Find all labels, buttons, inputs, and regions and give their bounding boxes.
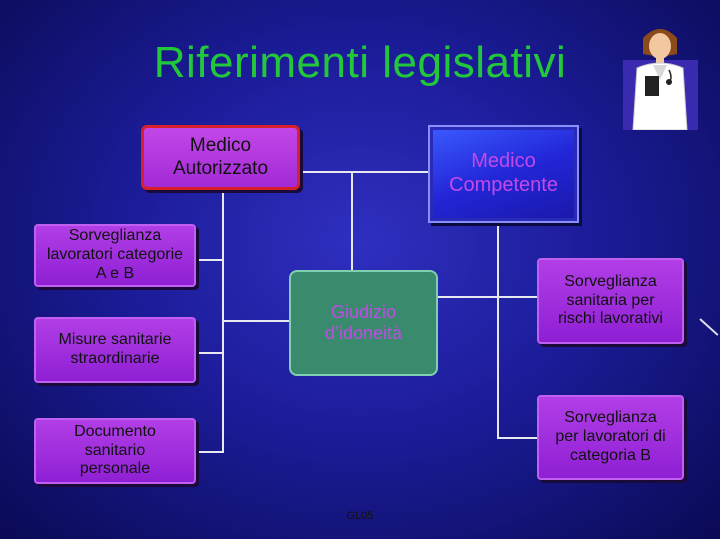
connector-right-2 xyxy=(497,437,537,439)
slide-title: Riferimenti legislativi xyxy=(153,38,567,87)
connector-left-2 xyxy=(196,352,224,354)
documento-sanitario-box: Documento sanitario personale xyxy=(34,418,196,484)
connector-right-vertical xyxy=(497,224,499,438)
slide-footer: GL05 xyxy=(346,510,374,522)
sorveglianza-categoria-b-box: Sorveglianza per lavoratori di categoria… xyxy=(537,395,684,480)
sorveglianza-rischi-box: Sorveglianza sanitaria per rischi lavora… xyxy=(537,258,684,344)
connector-left-3 xyxy=(196,451,224,453)
connector-left-1 xyxy=(196,259,224,261)
connector-center-vertical xyxy=(351,171,353,272)
decorative-stroke xyxy=(699,318,719,336)
connector-right-to-giudizio xyxy=(437,296,499,298)
medico-autorizzato-box: Medico Autorizzato xyxy=(141,125,300,190)
giudizio-idoneita-box: Giudizio d’idoneità xyxy=(289,270,438,376)
connector-top xyxy=(300,171,428,173)
doctor-clipart-icon xyxy=(623,20,698,131)
misure-sanitarie-box: Misure sanitarie straordinarie xyxy=(34,317,196,383)
medico-competente-box: Medico Competente xyxy=(428,125,579,223)
connector-right-1 xyxy=(497,296,537,298)
connector-left-to-giudizio xyxy=(222,320,290,322)
sorveglianza-ab-box: Sorveglianza lavoratori categorie A e B xyxy=(34,224,196,287)
